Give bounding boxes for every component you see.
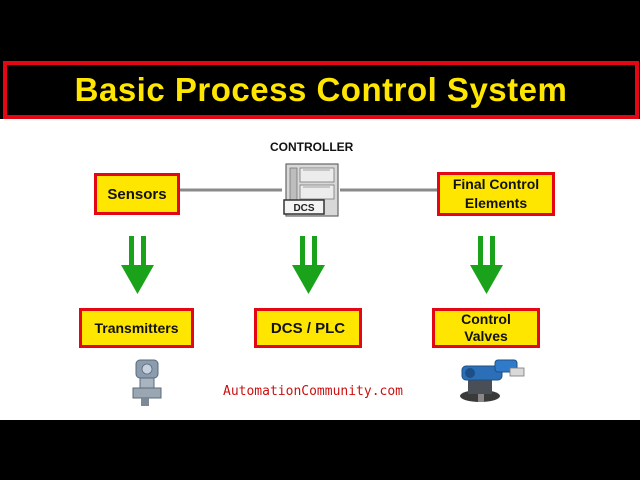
arrow-down-icon-center [292, 236, 325, 294]
transmitters-box: Transmitters [79, 308, 194, 348]
transmitter-device-icon [132, 359, 162, 406]
arrow-down-icon-right [470, 236, 503, 294]
page-title: Basic Process Control System [74, 71, 568, 108]
top-letterbox [0, 0, 640, 60]
dcs-plc-box: DCS / PLC [254, 308, 362, 348]
title-banner: Basic Process Control System [3, 61, 639, 119]
website-credit: AutomationCommunity.com [223, 384, 404, 399]
arrow-down-icon-left [121, 236, 154, 294]
controller-label: CONTROLLER [270, 140, 354, 154]
control-valves-box: Control Valves [432, 308, 540, 348]
controller-cabinet-icon: DCS [283, 163, 339, 217]
bottom-letterbox [0, 420, 640, 480]
sensors-box: Sensors [94, 173, 180, 215]
control-valve-icon [460, 359, 525, 402]
controller-panel-label: DCS [293, 203, 314, 214]
final-control-elements-box: Final Control Elements [437, 172, 555, 216]
